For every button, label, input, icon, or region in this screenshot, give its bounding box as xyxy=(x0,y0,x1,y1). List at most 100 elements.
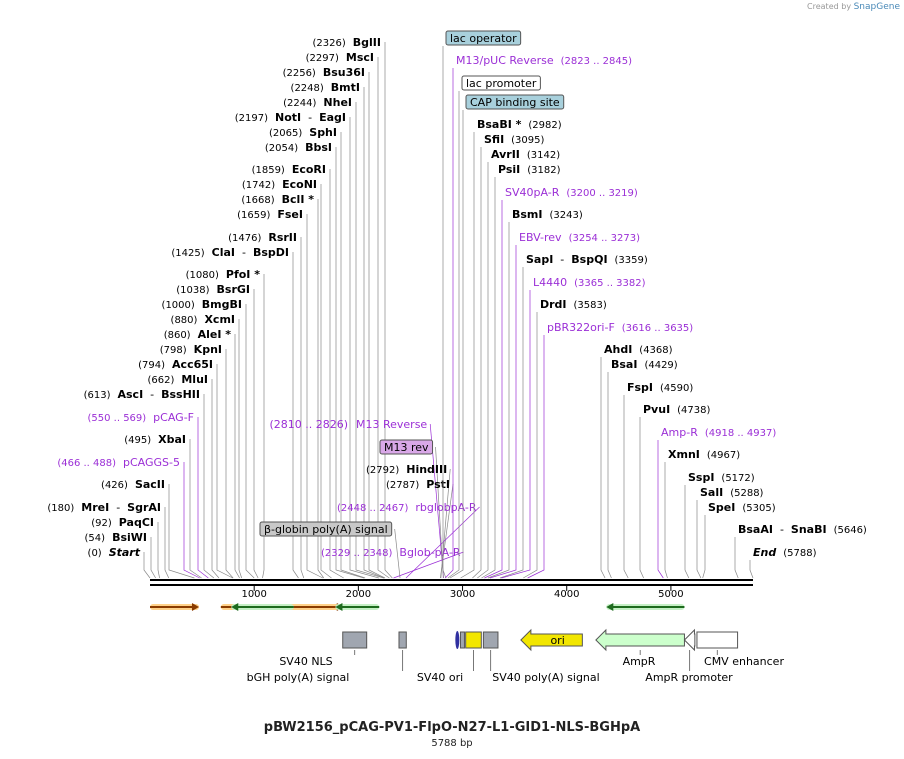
site-position: (5172) xyxy=(721,473,754,484)
feature-cmv-enhancer xyxy=(696,631,739,649)
site-label-paqci: PaqCI xyxy=(119,516,154,529)
label-separator: - xyxy=(150,388,154,401)
site-label-pcaggs-5: pCAGGS-5 xyxy=(123,456,180,469)
site-position: (3243) xyxy=(549,210,582,221)
site-leader-mrei xyxy=(164,507,170,579)
site-leader-clai xyxy=(292,252,299,579)
site-leader-ahdi xyxy=(600,357,606,579)
site-position: (4368) xyxy=(639,345,672,356)
feature-label-sv40-poly-a-signal: SV40 poly(A) signal xyxy=(492,671,599,684)
site-leader-bsiwi xyxy=(150,537,156,579)
site-leader-bsai xyxy=(607,372,612,579)
site-position: (2787) xyxy=(386,480,419,491)
site-position: (880) xyxy=(171,315,198,326)
axis-tick-label: 2000 xyxy=(346,589,371,600)
site-leader-drdi xyxy=(523,312,538,579)
site-label-ecori: EcoRI xyxy=(292,163,326,176)
axis-tick-label: 1000 xyxy=(241,589,266,600)
site-label-fsei: FseI xyxy=(277,208,303,221)
site-label-rsrii: RsrII xyxy=(268,231,297,244)
site-leader-lac-operator xyxy=(442,46,447,579)
site-leader-end xyxy=(749,560,754,579)
site-label-bspqi: BspQI xyxy=(571,253,607,266)
site-position: (495) xyxy=(124,435,151,446)
site-position: (3095) xyxy=(511,135,544,146)
feature-bgh-poly-a-signal xyxy=(398,631,407,649)
site-label-pbr322ori-f: pBR322ori-F xyxy=(547,321,615,334)
site-position: (2244) xyxy=(283,98,316,109)
credit-brand: SnapGene xyxy=(853,2,900,12)
site-position: (1668) xyxy=(241,195,274,206)
site-label-pcag-f: pCAG-F xyxy=(153,411,194,424)
site-position: (4429) xyxy=(644,360,677,371)
site-label-acc65i: Acc65I xyxy=(172,358,213,371)
site-position: (180) xyxy=(47,503,74,514)
feature-tag-lac-promoter-box xyxy=(461,75,541,91)
site-position: (1742) xyxy=(242,180,275,191)
site-leader-bsaai xyxy=(734,537,739,579)
site-leader-sfii xyxy=(472,147,482,579)
site-leader-pvui xyxy=(639,417,644,579)
site-leader-rsrii xyxy=(300,237,305,579)
site-leader-xcmi xyxy=(238,319,243,579)
site-label-sapi: SapI xyxy=(526,253,553,266)
site-label-sacii: SacII xyxy=(135,478,165,491)
site-leader-amp-r xyxy=(657,440,664,579)
site-leader-sapi xyxy=(499,267,524,579)
site-label-ahdi: AhdI xyxy=(604,343,632,356)
site-position: (2982) xyxy=(528,120,561,131)
site-position: (2256) xyxy=(283,68,316,79)
site-position: (1080) xyxy=(186,270,219,281)
site-label-xbai: XbaI xyxy=(158,433,186,446)
site-label-mlui: MluI xyxy=(181,373,208,386)
site-label-start: Start xyxy=(109,546,141,559)
label-separator: - xyxy=(560,253,564,266)
label-separator: - xyxy=(242,246,246,259)
site-label-asci: AscI xyxy=(117,388,143,401)
feature-tag-m13-rev: M13 rev xyxy=(384,441,429,454)
label-separator: - xyxy=(308,111,312,124)
marker-lac-region xyxy=(455,631,460,649)
site-leader-bsu36i xyxy=(368,72,386,579)
axis-tick-label: 4000 xyxy=(554,589,579,600)
site-label-bsiwi: BsiWI xyxy=(112,531,147,544)
site-leader-globin-poly-a-signal xyxy=(394,528,401,579)
site-label-bsmi: BsmI xyxy=(512,208,543,221)
site-label-psti: PstI xyxy=(426,478,450,491)
site-position: (3182) xyxy=(527,165,560,176)
site-label-bmti: BmtI xyxy=(331,81,360,94)
site-leader-m13-rev xyxy=(435,446,444,579)
site-position: (1425) xyxy=(171,248,204,259)
site-position: (3200 .. 3219) xyxy=(566,188,638,199)
feature-label-sv40-ori: SV40 ori xyxy=(417,671,463,684)
site-leader-avrii xyxy=(477,162,489,579)
site-leader-noti xyxy=(349,117,379,579)
site-label-ebv-rev: EBV-rev xyxy=(519,231,562,244)
site-label-sali: SalI xyxy=(700,486,723,499)
site-leader-bsmi xyxy=(487,222,510,579)
site-label-bsai: BsaI xyxy=(611,358,637,371)
site-position: (4738) xyxy=(677,405,710,416)
feature-tag-lac-operator: lac operator xyxy=(450,32,517,45)
feature-sv40-ori xyxy=(465,631,482,649)
site-leader-nhei xyxy=(355,102,384,579)
site-leader-sphi xyxy=(340,132,366,579)
site-label-l4440: L4440 xyxy=(533,276,567,289)
site-position: (662) xyxy=(147,375,174,386)
orf-arrowhead xyxy=(606,603,614,611)
feature-tag-lac-promoter: lac promoter xyxy=(466,77,537,90)
site-position: (2054) xyxy=(265,143,298,154)
site-position: (550 .. 569) xyxy=(87,413,146,424)
site-label-bsrgi: BsrGI xyxy=(217,283,250,296)
site-label-2810-2826: (2810 .. 2826) xyxy=(269,418,348,431)
site-position: (4967) xyxy=(707,450,740,461)
site-label-econi: EcoNI xyxy=(282,178,317,191)
site-label-pfoi: PfoI * xyxy=(226,268,260,281)
site-position: (3583) xyxy=(574,300,607,311)
site-label-m13-reverse: M13 Reverse xyxy=(356,418,427,431)
site-position: (2329 .. 2348) xyxy=(321,548,393,559)
site-leader-bbsi xyxy=(335,147,365,579)
site-leader-spei xyxy=(702,515,706,579)
site-position: (466 .. 488) xyxy=(57,458,116,469)
